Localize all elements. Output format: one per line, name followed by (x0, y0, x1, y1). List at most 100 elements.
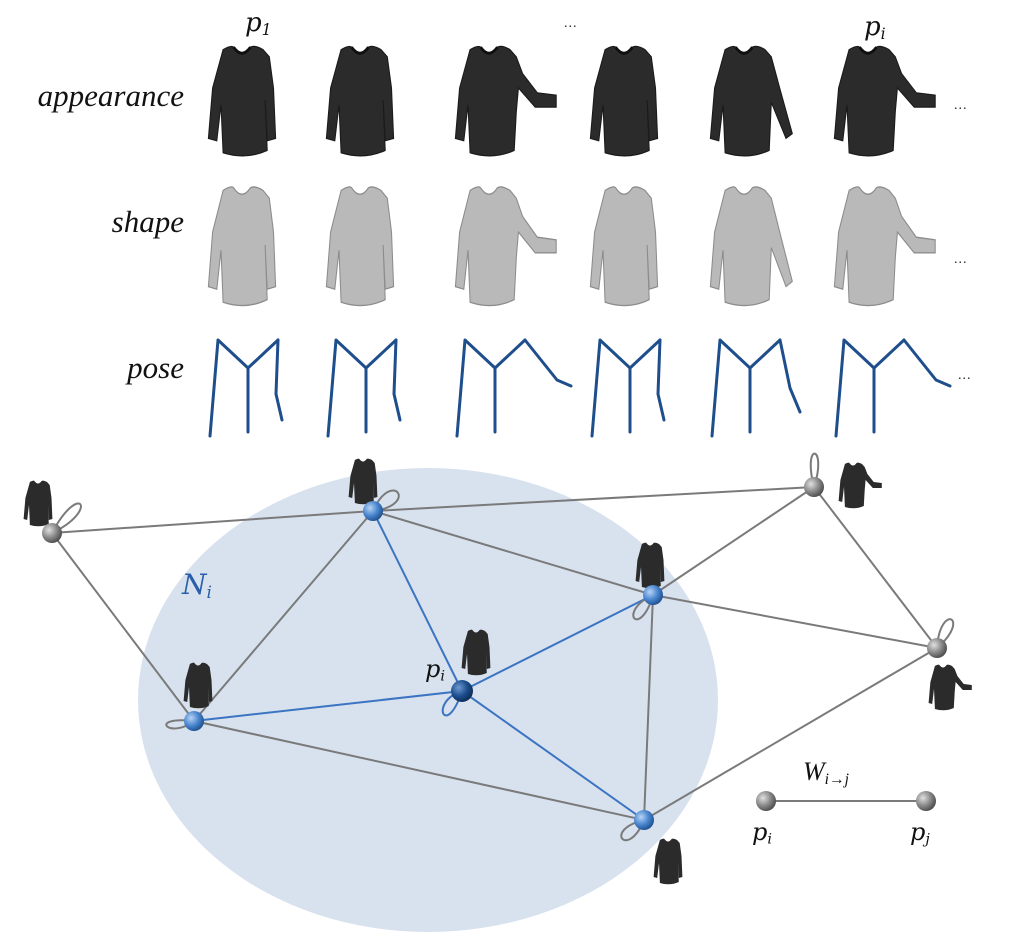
shape-body (709, 186, 793, 307)
pose-row-ellipsis: ... (958, 368, 972, 383)
graph-edge-b-center (372, 510, 463, 692)
shape-garment-f5 (709, 186, 793, 307)
shape-body (454, 186, 557, 307)
center-node-label: pi (425, 655, 445, 685)
column-label-pi: pi (864, 12, 886, 43)
graph-node-c (804, 477, 824, 497)
node-garment-d (635, 542, 665, 589)
graph-edge-d-g (643, 594, 654, 821)
graph-edge-d-center (461, 594, 654, 692)
node-garment-g (653, 838, 683, 885)
legend-node-right (916, 791, 936, 811)
node-garment-a (23, 480, 53, 527)
self-loop-e (936, 618, 955, 649)
node-garment-e (928, 664, 972, 711)
appearance-garment-f1 (207, 45, 277, 157)
node-garment-body (635, 542, 665, 589)
shape-garment-f1 (207, 186, 277, 307)
pose-skeleton-f6 (834, 338, 952, 438)
skeleton-shoulders (834, 338, 906, 438)
skeleton-shoulders (590, 338, 662, 438)
skeleton-right-arm (778, 338, 802, 414)
graph-edge-e-g (643, 647, 938, 821)
garment-collar (232, 46, 252, 55)
graph-node-e (927, 638, 947, 658)
column-label-p1: p1 (245, 8, 272, 39)
shape-garment-f2 (325, 186, 395, 307)
skeleton-shoulders (326, 338, 398, 438)
node-garment-center (461, 629, 491, 676)
skeleton-shoulders (455, 338, 527, 438)
node-garment-b (348, 458, 378, 505)
garment-collar (858, 46, 878, 55)
graph-node-g (634, 810, 654, 830)
graph-edge-c-e (813, 486, 938, 649)
appearance-garment-f6 (833, 45, 936, 157)
node-garment-body (348, 458, 378, 505)
skeleton-right-arm (523, 338, 573, 388)
legend-edge-label: Wi→j (803, 757, 849, 788)
node-garment-c (838, 462, 882, 509)
shape-garment-f6 (833, 186, 936, 307)
node-garment-f (183, 662, 213, 709)
garment-collar (350, 46, 370, 55)
shape-body (325, 186, 395, 307)
graph-edge-d-e (652, 594, 938, 649)
garment-body (325, 45, 395, 157)
shape-body (207, 186, 277, 307)
neighborhood-label: Ni (182, 568, 212, 603)
self-loop-d (632, 594, 654, 621)
shape-body (589, 186, 659, 307)
garment-body (454, 45, 557, 157)
skeleton-shoulders (208, 338, 280, 438)
appearance-garment-f5 (709, 45, 793, 157)
garment-collar (614, 46, 634, 55)
pose-skeleton-f2 (326, 338, 402, 438)
self-loop-g (620, 819, 645, 842)
node-garment-body (653, 838, 683, 885)
graph-edge-a-f (51, 532, 195, 722)
shape-garment-f3 (454, 186, 557, 307)
row-label-shape: shape (111, 204, 184, 239)
node-garment-body (23, 480, 53, 527)
garment-collar (734, 46, 754, 55)
shape-garment-f4 (589, 186, 659, 307)
garment-collar (479, 46, 499, 55)
graph-edge-b-c (372, 486, 815, 512)
garment-body (207, 45, 277, 157)
graph-node-center (451, 680, 473, 702)
appearance-garment-f4 (589, 45, 659, 157)
neighborhood-region (138, 468, 718, 932)
appearance-garment-f2 (325, 45, 395, 157)
graph-edge-a-b (51, 510, 374, 534)
node-garment-body (838, 462, 882, 509)
skeleton-right-arm (902, 338, 952, 388)
frame-sequence (207, 45, 952, 438)
legend-node-left (756, 791, 776, 811)
self-loop-a (51, 502, 82, 534)
graph-edge-f-g (193, 720, 645, 821)
graph-edge-center-g (461, 690, 645, 821)
pose-skeleton-f4 (590, 338, 666, 438)
garment-body (589, 45, 659, 157)
node-garment-body (928, 664, 972, 711)
pose-skeleton-f3 (455, 338, 573, 438)
legend-right-node-label: pj (910, 818, 930, 848)
node-garment-body (461, 629, 491, 676)
graph-edge-b-f (193, 510, 374, 722)
skeleton-right-arm (274, 338, 284, 422)
graph-edge-f-center (193, 690, 463, 722)
garment-body (833, 45, 936, 157)
row-label-pose: pose (127, 350, 184, 385)
graph-node-f (184, 711, 204, 731)
self-loop-b (372, 489, 400, 512)
graph-edge-b-d (372, 510, 654, 596)
skeleton-shoulders (710, 338, 782, 438)
row-label-appearance: appearance (37, 78, 184, 113)
graph-node-b (363, 501, 383, 521)
skeleton-right-arm (392, 338, 402, 422)
appearance-row-ellipsis: ... (954, 98, 968, 113)
shape-row-ellipsis: ... (954, 252, 968, 267)
pose-skeleton-f1 (208, 338, 284, 438)
pose-skeleton-f5 (710, 338, 802, 438)
